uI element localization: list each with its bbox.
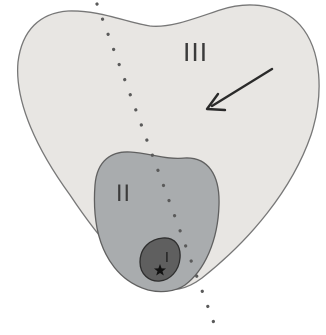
outer-region-label: III	[183, 38, 208, 67]
inner-region-label: I	[165, 251, 169, 266]
middle-region-label: II	[116, 182, 131, 207]
